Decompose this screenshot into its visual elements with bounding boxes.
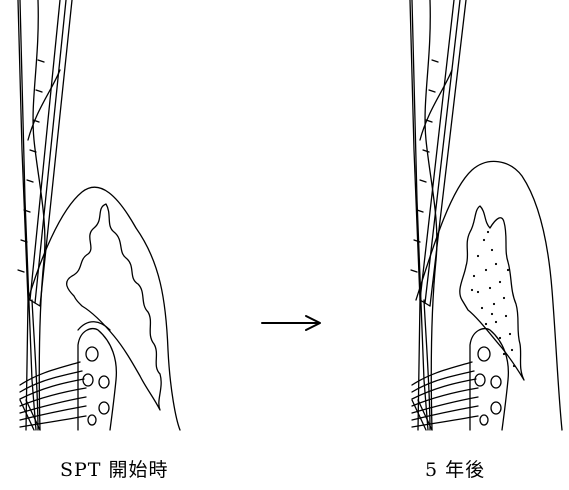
arrow xyxy=(262,316,320,330)
tooth-left xyxy=(18,0,180,430)
tooth-right xyxy=(410,0,562,430)
caption-before: SPT 開始時 xyxy=(60,455,169,482)
gingiva-right xyxy=(416,161,562,430)
stippling xyxy=(471,231,515,367)
caption-after: 5 年後 xyxy=(425,455,485,482)
gingiva-left xyxy=(28,187,180,430)
probe-left xyxy=(30,0,72,306)
